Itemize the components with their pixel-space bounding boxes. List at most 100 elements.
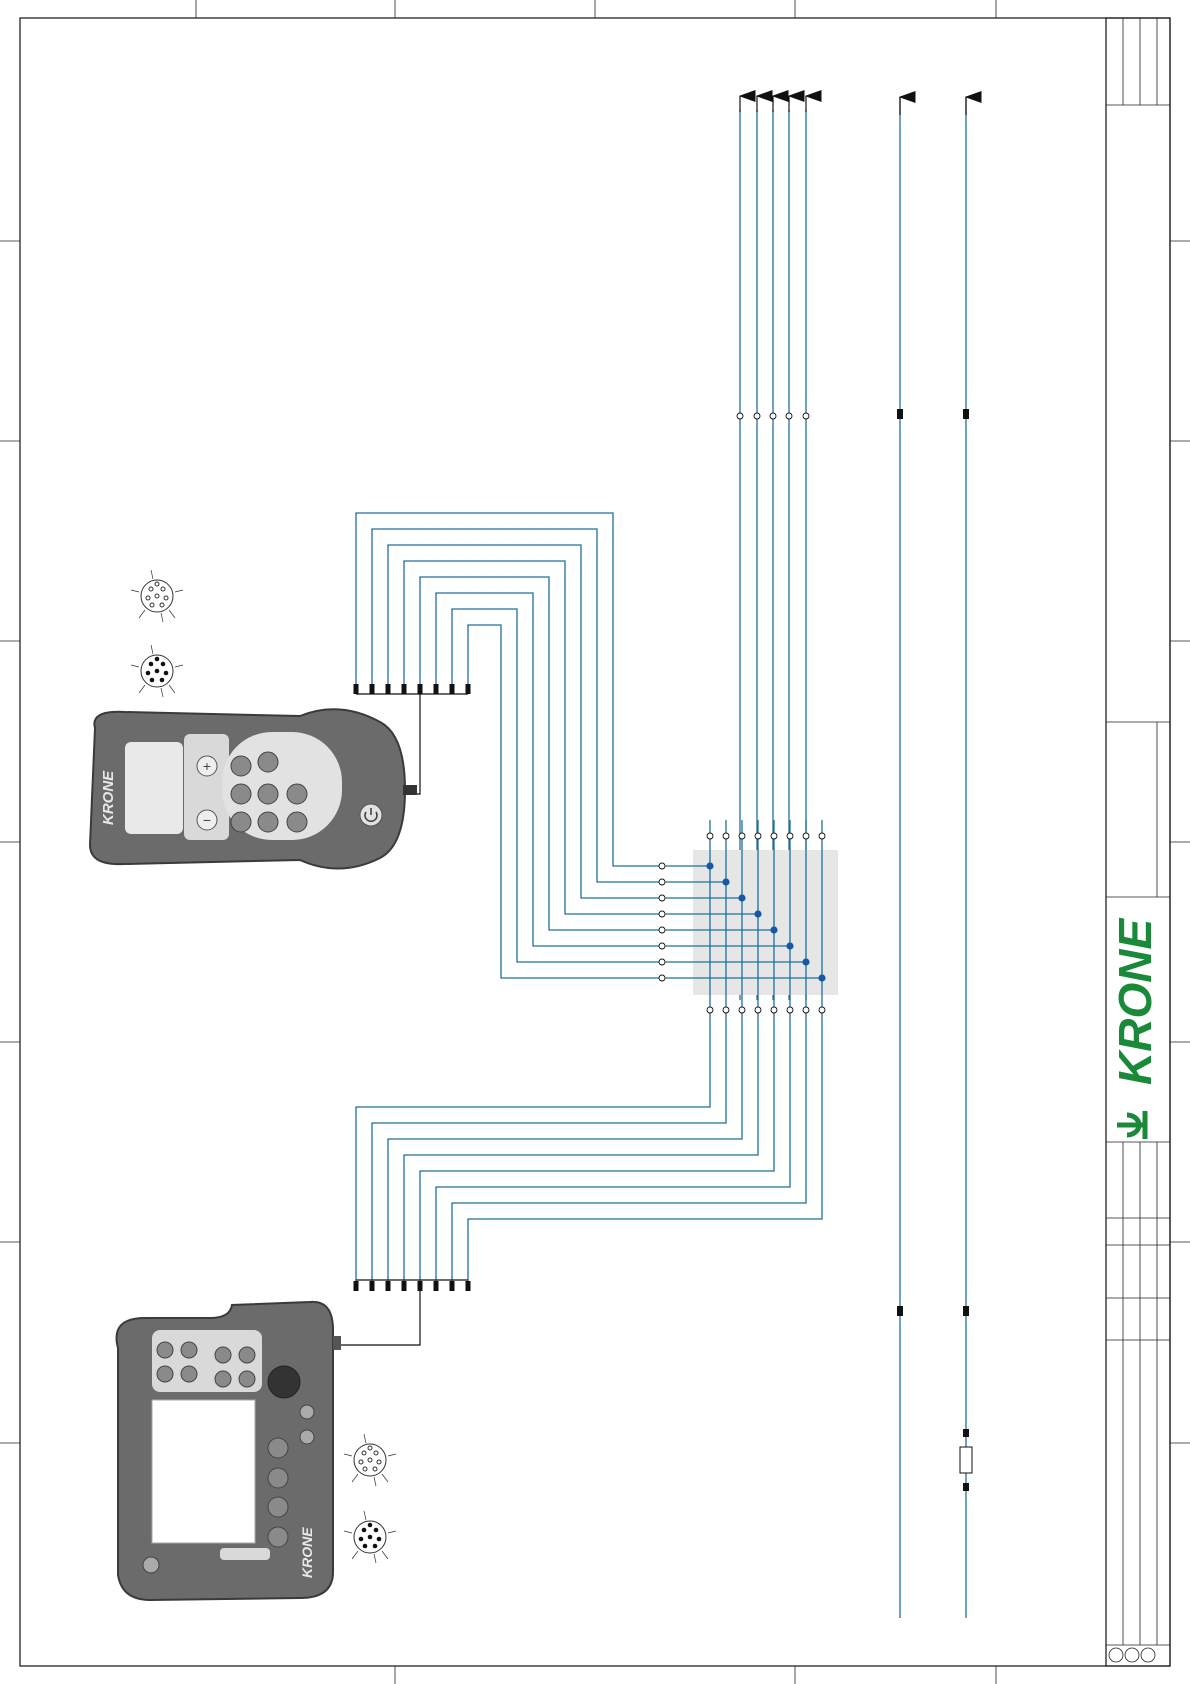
harness-wire	[420, 1010, 774, 1285]
crown-icon	[1117, 1111, 1145, 1139]
pin-connector	[787, 1007, 793, 1013]
plug-pin	[370, 684, 375, 694]
harness-wire	[388, 1010, 742, 1285]
connector-pin-diagram	[131, 570, 183, 622]
pin-connector	[707, 833, 713, 839]
harness-wire	[452, 1010, 806, 1285]
plug-pin	[450, 1281, 455, 1291]
harness-wire	[356, 1010, 710, 1285]
plug-pin	[354, 1281, 359, 1291]
harness-wire	[436, 593, 665, 946]
title-block	[1106, 18, 1170, 1666]
pin-connector	[739, 1007, 745, 1013]
pin-connector	[803, 833, 809, 839]
pin-connector	[707, 1007, 713, 1013]
plug-pin	[386, 1281, 391, 1291]
pin-connector	[659, 895, 665, 901]
harness-wire	[404, 561, 665, 914]
pin-connector	[771, 1007, 777, 1013]
harness-wire	[404, 1010, 758, 1285]
connector-pin-diagram	[344, 1434, 396, 1486]
pin-connector	[819, 833, 825, 839]
pin-connector	[659, 975, 665, 981]
junction-node	[818, 974, 825, 981]
plug-pin	[386, 684, 391, 694]
plug-lead	[417, 694, 420, 794]
handheld-minus-key: −	[197, 810, 217, 830]
fuse	[960, 1447, 972, 1473]
pin-connector	[819, 1007, 825, 1013]
pin-connector	[755, 833, 761, 839]
plug-pin	[354, 684, 359, 694]
distribution-module	[693, 850, 838, 995]
junction-node	[706, 862, 713, 869]
junction-node	[786, 942, 793, 949]
pin-connector	[803, 1007, 809, 1013]
handheld-plus-key: +	[197, 756, 217, 776]
svg-text:KRONE: KRONE	[1109, 918, 1161, 1085]
plug-pin	[466, 1281, 471, 1291]
plug-pin	[434, 684, 439, 694]
terminal-display	[152, 1400, 255, 1543]
plug-connector	[963, 1306, 969, 1316]
handheld-display	[125, 742, 183, 834]
pin-connector	[754, 413, 760, 419]
pin-connector	[659, 927, 665, 933]
pin-connector	[659, 863, 665, 869]
pin-connector	[659, 879, 665, 885]
pin-connector	[723, 833, 729, 839]
krone-logo: KRONE	[1109, 918, 1161, 1139]
plug-pin	[434, 1281, 439, 1291]
pin-connector	[659, 943, 665, 949]
pin-connector	[755, 1007, 761, 1013]
harness-wire	[468, 625, 665, 978]
pin-connector	[659, 911, 665, 917]
pin-connector	[723, 1007, 729, 1013]
harness-wire	[420, 577, 665, 930]
connector-pin-diagram	[131, 645, 183, 697]
pin-connector	[659, 959, 665, 965]
power-icon	[360, 804, 382, 826]
plug-pin	[370, 1281, 375, 1291]
harness-wire	[436, 1010, 790, 1285]
terminal-harness	[341, 1010, 822, 1345]
harness-wire	[388, 545, 665, 898]
terminal-brand-label: KRONE	[299, 1527, 315, 1578]
pin-connector	[737, 413, 743, 419]
connector-pin-diagram	[344, 1511, 396, 1563]
junction-node	[754, 910, 761, 917]
plug-lead	[341, 1291, 420, 1345]
home-icon	[143, 1557, 159, 1573]
plug-pin	[418, 1281, 423, 1291]
plug-pin	[450, 684, 455, 694]
pin-connector	[787, 833, 793, 839]
plug-connector	[963, 409, 969, 419]
plug-connector	[897, 409, 903, 419]
pin-connector	[786, 413, 792, 419]
junction-node	[722, 878, 729, 885]
harness-wire	[372, 529, 665, 882]
handheld-control-unit: KRONE + −	[90, 709, 417, 868]
rotary-knob	[268, 1366, 300, 1398]
svg-text:−: −	[203, 812, 211, 828]
plug-connector	[897, 1306, 903, 1316]
pin-connector	[770, 413, 776, 419]
svg-text:+: +	[203, 758, 211, 774]
terminal-control-unit: KRONE	[117, 1302, 341, 1600]
harness-wire	[372, 1010, 726, 1285]
pin-connector	[803, 413, 809, 419]
plug-pin	[466, 684, 471, 694]
plug-pin	[402, 684, 407, 694]
junction-node	[802, 958, 809, 965]
plug-pin	[402, 1281, 407, 1291]
harness-wire	[452, 609, 665, 962]
supply-wires	[897, 97, 972, 1618]
handheld-brand-label: KRONE	[100, 770, 117, 825]
harness-wire	[468, 1010, 822, 1285]
pin-connector	[771, 833, 777, 839]
junction-node	[738, 894, 745, 901]
pin-connector	[739, 833, 745, 839]
plug-pin	[418, 684, 423, 694]
junction-node	[770, 926, 777, 933]
